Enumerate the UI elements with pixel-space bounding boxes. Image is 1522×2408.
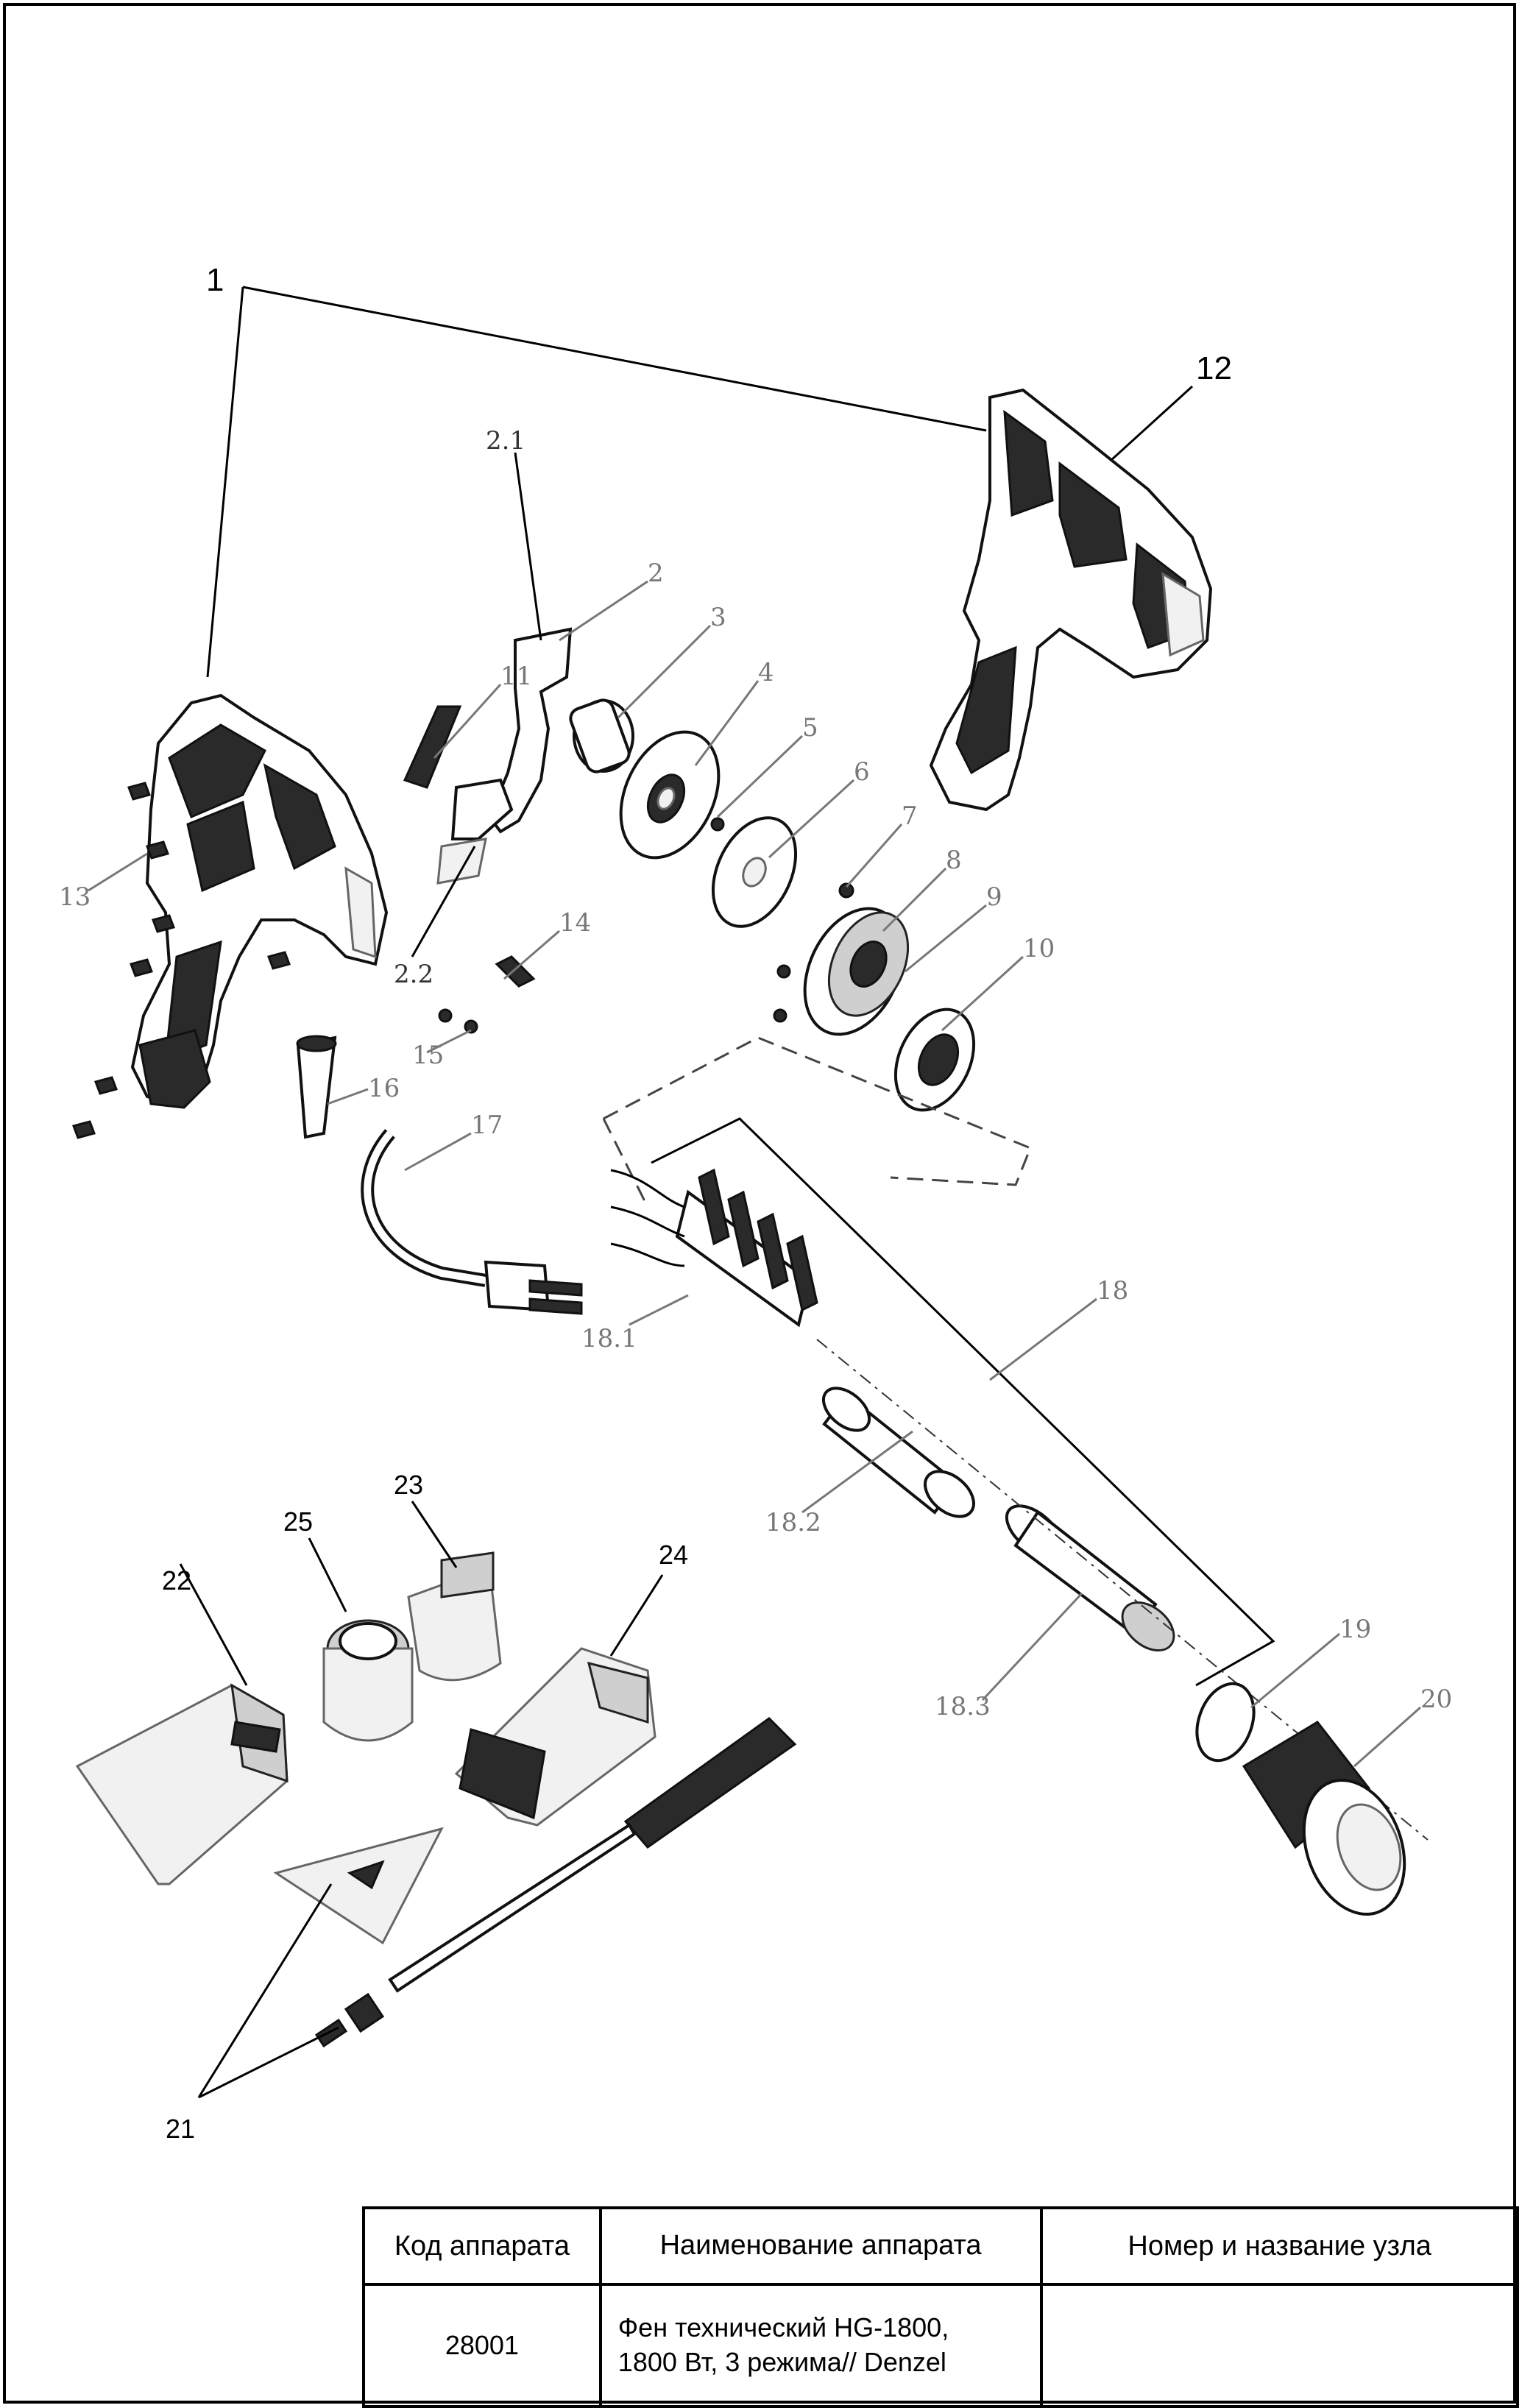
reflector-nozzle-23 bbox=[407, 1551, 502, 1682]
cord-protector-16 bbox=[296, 1035, 337, 1139]
inner-tube-18-3 bbox=[1005, 1504, 1175, 1652]
callout-labels: 1 12 2.1 2 3 4 5 6 7 8 9 10 11 13 2.2 14… bbox=[59, 262, 1452, 2144]
device-name: Фен технический HG-1800, 1800 Вт, 3 режи… bbox=[598, 2283, 1044, 2408]
node-name bbox=[1040, 2283, 1519, 2408]
header-name: Наименование аппарата bbox=[598, 2206, 1044, 2286]
switch-board-2 bbox=[436, 627, 573, 885]
callout-7: 7 bbox=[902, 801, 918, 831]
fan-4 bbox=[619, 730, 721, 860]
nozzle-20 bbox=[1242, 1721, 1406, 1916]
header-code: Код аппарата bbox=[362, 2206, 602, 2286]
seal-ring-19 bbox=[1195, 1682, 1256, 1763]
leader-lines bbox=[88, 286, 1421, 2099]
callout-5: 5 bbox=[802, 713, 818, 743]
callout-4: 4 bbox=[758, 658, 774, 687]
callout-9: 9 bbox=[986, 882, 1002, 912]
callout-23: 23 bbox=[394, 1470, 423, 1500]
device-code: 28001 bbox=[362, 2283, 602, 2408]
housing-right-half bbox=[929, 388, 1213, 812]
housing-left-half bbox=[130, 693, 389, 1109]
callout-10: 10 bbox=[1023, 934, 1055, 963]
motor-3 bbox=[569, 698, 634, 773]
screw-7 bbox=[838, 882, 854, 899]
cord-clamp-14 bbox=[438, 955, 536, 1034]
fan-housing-8-9 bbox=[773, 907, 910, 1036]
callout-25: 25 bbox=[283, 1506, 313, 1537]
flat-nozzle-22 bbox=[75, 1683, 289, 1885]
callout-13: 13 bbox=[59, 882, 91, 912]
callout-18: 18 bbox=[1097, 1276, 1128, 1306]
callout-19: 19 bbox=[1339, 1615, 1371, 1644]
washer-5 bbox=[710, 817, 725, 832]
callout-18-1: 18.1 bbox=[581, 1324, 637, 1353]
callout-21: 21 bbox=[166, 2114, 195, 2144]
switch-part-11 bbox=[403, 705, 462, 789]
callout-3: 3 bbox=[710, 603, 726, 632]
callout-2-1: 2.1 bbox=[486, 426, 525, 456]
title-block-table: Код аппарата Наименование аппарата Номер… bbox=[362, 2206, 1519, 2408]
callout-18-3: 18.3 bbox=[935, 1692, 991, 1721]
title-block-header-row: Код аппарата Наименование аппарата Номер… bbox=[362, 2206, 1519, 2286]
heating-coil-18-1 bbox=[610, 1168, 818, 1328]
wide-nozzle-24 bbox=[454, 1647, 656, 1827]
callout-2: 2 bbox=[648, 559, 664, 588]
callout-24: 24 bbox=[659, 1540, 688, 1570]
ring-10 bbox=[893, 1008, 976, 1112]
device-name-line2: 1800 Вт, 3 режима// Denzel bbox=[617, 2347, 946, 2377]
title-block-data-row: 28001 Фен технический HG-1800, 1800 Вт, … bbox=[362, 2283, 1519, 2408]
callout-8: 8 bbox=[946, 846, 962, 875]
callout-20: 20 bbox=[1420, 1685, 1452, 1714]
callout-17: 17 bbox=[471, 1111, 503, 1140]
callout-14: 14 bbox=[559, 908, 591, 938]
callout-12: 12 bbox=[1196, 350, 1232, 386]
callout-22: 22 bbox=[162, 1565, 191, 1596]
callout-11: 11 bbox=[500, 662, 532, 691]
housing-screws bbox=[72, 782, 291, 1139]
callout-6: 6 bbox=[854, 757, 870, 787]
callout-2-2: 2.2 bbox=[394, 960, 433, 989]
header-node: Номер и название узла bbox=[1040, 2206, 1519, 2286]
mica-tube-18-2 bbox=[822, 1387, 975, 1518]
device-name-line1: Фен технический HG-1800, bbox=[617, 2312, 949, 2343]
disc-6 bbox=[711, 816, 798, 928]
callout-15: 15 bbox=[412, 1041, 444, 1070]
power-cord-17 bbox=[361, 1129, 583, 1315]
callout-16: 16 bbox=[368, 1074, 400, 1103]
callout-18-2: 18.2 bbox=[765, 1508, 821, 1537]
round-nozzle-25 bbox=[322, 1619, 414, 1742]
callout-1: 1 bbox=[206, 262, 224, 298]
heating-assembly-18 bbox=[602, 1036, 1429, 1841]
scraper-21 bbox=[273, 1717, 797, 2048]
